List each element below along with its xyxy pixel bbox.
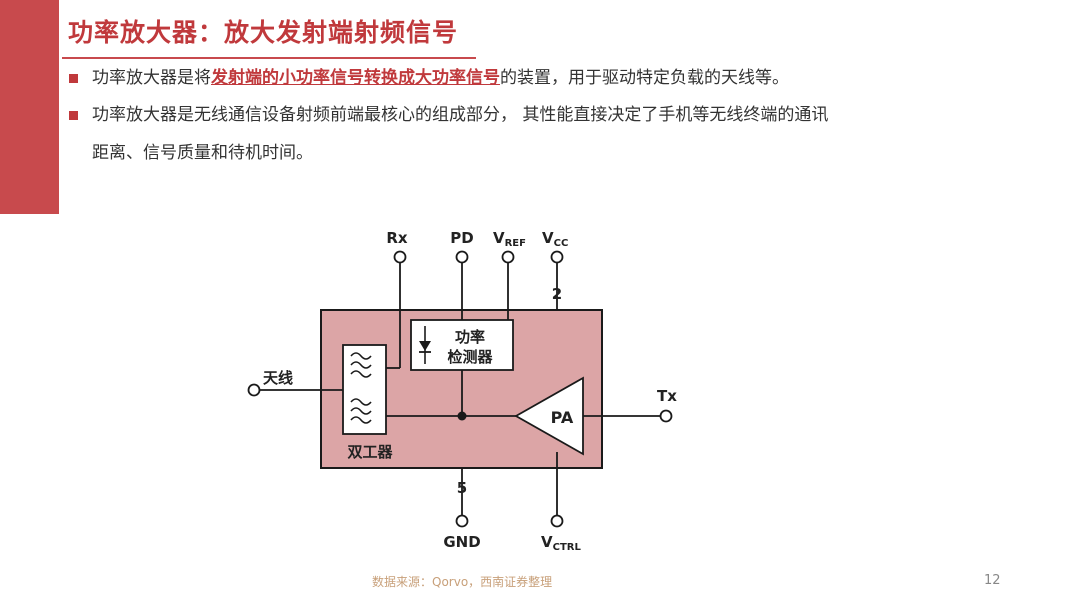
bullet-1-highlight: 发射端的小功率信号转换成大功率信号 — [211, 68, 500, 88]
vcc-pin — [550, 250, 564, 264]
page-number: 12 — [984, 573, 1001, 588]
detector-box — [410, 319, 514, 371]
duplexer-label: 双工器 — [347, 443, 393, 461]
bullet-1-post: 的装置，用于驱动特定负载的天线等。 — [500, 68, 789, 88]
bullet-2-line-1: 功率放大器是无线通信设备射频前端最核心的组成部分， 其性能直接决定了手机等无线终… — [92, 105, 829, 125]
filter-wave-icon — [350, 352, 372, 424]
bullet-1-pre: 功率放大器是将 — [92, 68, 211, 88]
gnd-label: GND — [443, 533, 480, 551]
source-note: 数据来源：Qorvo，西南证券整理 — [372, 575, 553, 589]
pd-label: PD — [450, 229, 473, 247]
title-underline — [62, 57, 476, 59]
rx-label: Rx — [386, 229, 408, 247]
vref-label: VREF — [493, 229, 526, 249]
duplexer-box — [342, 344, 387, 435]
pd-pin — [455, 250, 469, 264]
antenna-label: 天线 — [263, 369, 293, 387]
vctrl-pin — [550, 514, 564, 528]
vctrl-label: VCTRL — [541, 533, 581, 553]
junction-dot — [457, 411, 467, 421]
tx-pin — [659, 409, 673, 423]
detector-label-line-1: 功率 — [455, 328, 485, 346]
side-accent-bar — [0, 0, 59, 214]
gnd-pin — [455, 514, 469, 528]
bullet-marker-1 — [69, 74, 78, 83]
vcc-label: VCC — [542, 229, 568, 249]
bullet-2-line-2: 距离、信号质量和待机时间。 — [92, 143, 313, 163]
vref-pin — [501, 250, 515, 264]
diode-icon — [419, 326, 431, 364]
vcc-pin-number: 2 — [552, 285, 562, 303]
slide-title: 功率放大器：放大发射端射频信号 — [68, 18, 459, 47]
bullet-1: 功率放大器是将发射端的小功率信号转换成大功率信号的装置，用于驱动特定负载的天线等… — [92, 66, 789, 90]
antenna-pin — [247, 383, 261, 397]
pa-amplifier — [514, 376, 584, 456]
tx-label: Tx — [657, 387, 677, 405]
gnd-pin-number: 5 — [457, 479, 467, 497]
pa-label: PA — [551, 408, 574, 427]
bullet-marker-2 — [69, 111, 78, 120]
detector-label-line-2: 检测器 — [447, 348, 493, 366]
rx-pin — [393, 250, 407, 264]
